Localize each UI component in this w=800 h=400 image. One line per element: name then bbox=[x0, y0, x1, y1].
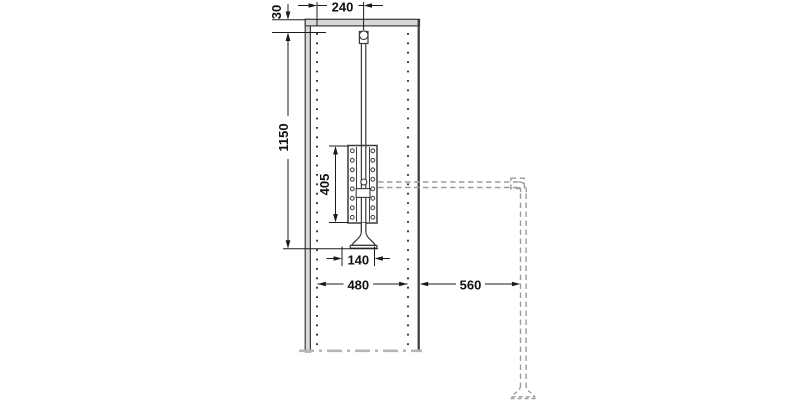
extension-lines bbox=[272, 2, 378, 266]
dimension-405: 405 bbox=[317, 146, 338, 223]
arrow-560-right bbox=[511, 281, 521, 287]
handle-trumpet bbox=[350, 223, 377, 246]
dimension-140: 140 bbox=[326, 253, 390, 268]
dimension-label-140: 140 bbox=[347, 253, 369, 268]
arrow-405-down bbox=[333, 214, 338, 223]
arrow-240-right bbox=[308, 3, 317, 8]
wardrobe-lift-stowed bbox=[347, 30, 378, 249]
arrow-560-left bbox=[419, 281, 429, 287]
rail-pivot-detail bbox=[360, 178, 368, 186]
dimension-label-480: 480 bbox=[347, 278, 369, 293]
arrow-240-left bbox=[363, 3, 372, 8]
extended-corner-inner bbox=[518, 186, 522, 195]
dimension-560: 560 bbox=[419, 278, 521, 293]
extended-handle-trumpet bbox=[510, 385, 536, 398]
dimension-label-560: 560 bbox=[460, 278, 482, 293]
arrow-30-down bbox=[285, 11, 291, 20]
arrow-480-left bbox=[317, 281, 326, 287]
rod-top-pivot bbox=[358, 30, 369, 41]
dimension-30: 30 bbox=[269, 4, 291, 20]
dimension-label-30: 30 bbox=[269, 5, 284, 19]
extended-corner-outer bbox=[518, 181, 527, 195]
dimension-1150: 1150 bbox=[276, 32, 291, 249]
dimension-240: 240 bbox=[298, 0, 383, 15]
cabinet-top-panel bbox=[304, 18, 421, 27]
dimension-480: 480 bbox=[317, 278, 408, 293]
dimension-label-240: 240 bbox=[332, 0, 354, 15]
wardrobe-lift-pulled-out bbox=[378, 177, 536, 400]
cabinet-carcass bbox=[299, 18, 422, 353]
rail-screw-holes-left bbox=[349, 148, 355, 220]
arrow-1150-up bbox=[285, 32, 291, 41]
rail-screw-holes-right bbox=[370, 148, 376, 220]
dimension-label-405: 405 bbox=[317, 174, 332, 196]
arrow-1150-down bbox=[285, 240, 291, 249]
rail-slider-detail bbox=[355, 188, 371, 198]
handle-trumpet-base bbox=[349, 244, 378, 249]
arrow-140-left bbox=[374, 256, 383, 261]
dimension-label-1150: 1150 bbox=[276, 123, 291, 151]
arrow-480-right bbox=[399, 281, 408, 287]
arrow-405-up bbox=[333, 146, 338, 155]
arrow-140-right bbox=[333, 256, 342, 261]
dimension-annotations: 30 1150 240 405 bbox=[269, 0, 521, 293]
cabinet-left-panel bbox=[304, 18, 312, 353]
